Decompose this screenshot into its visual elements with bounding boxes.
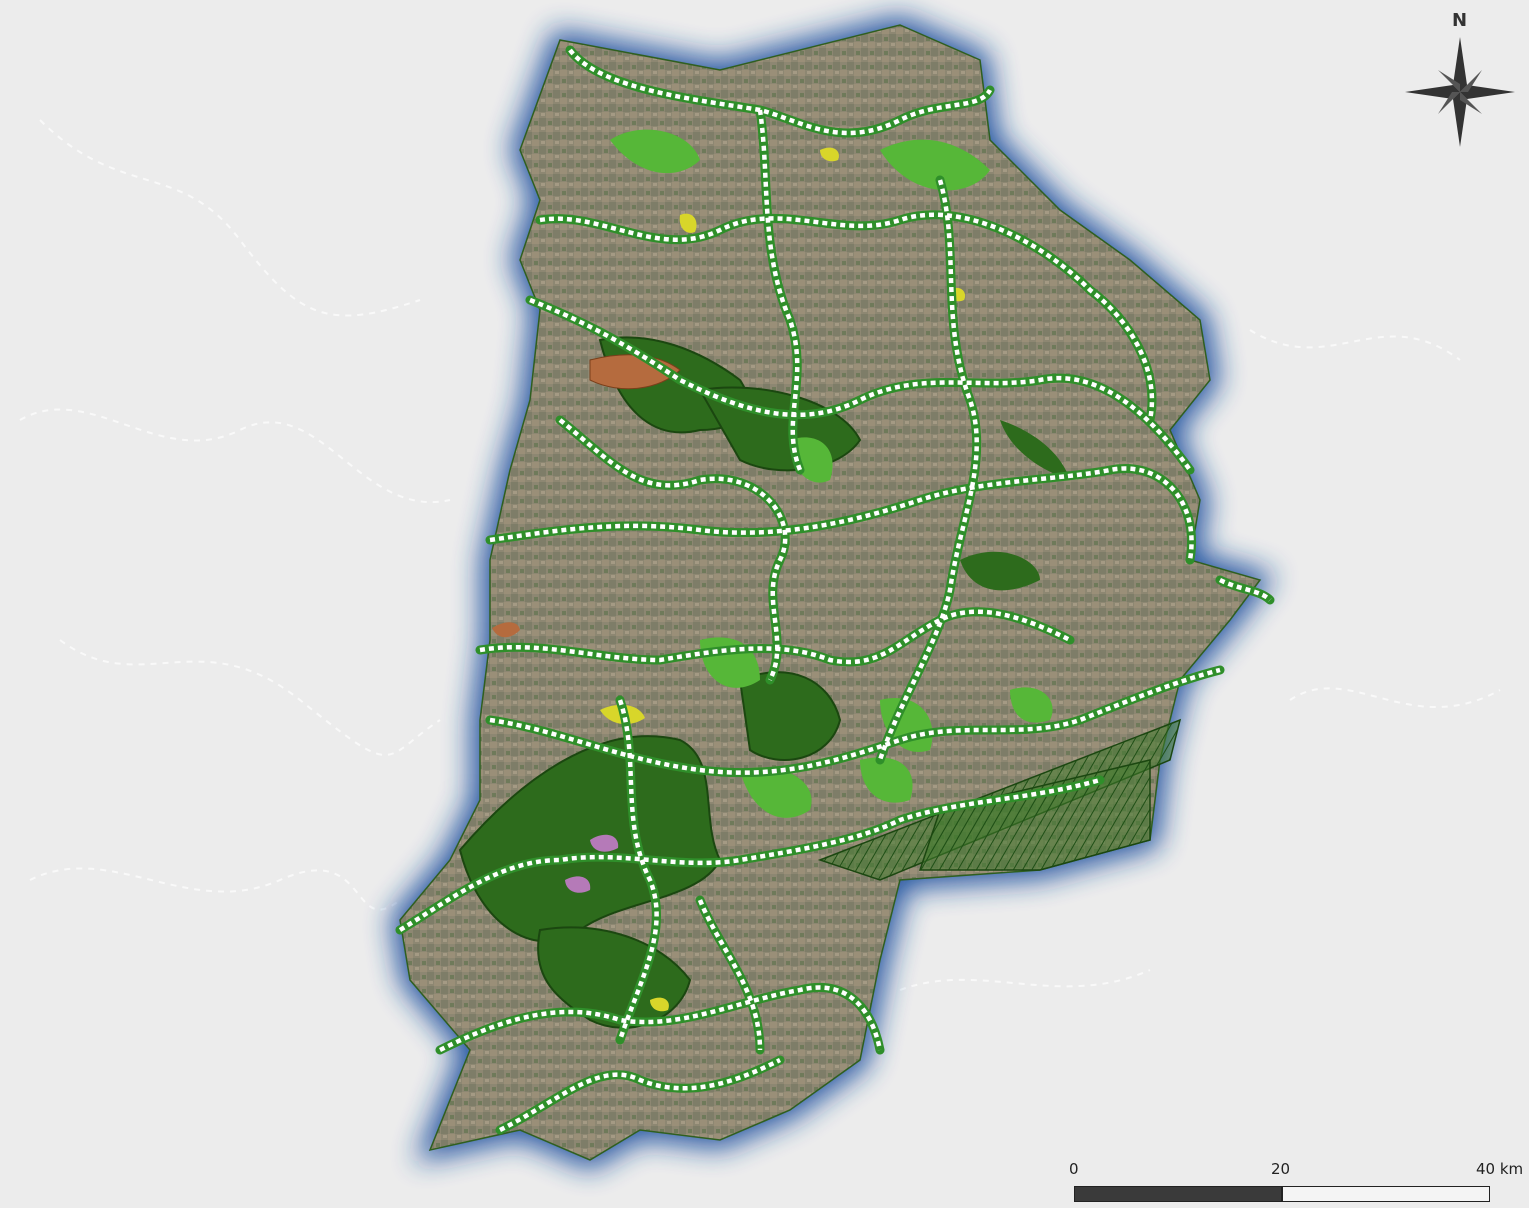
outer-corridor-lines	[19, 119, 1501, 991]
scale-label-0: 0	[1069, 1160, 1079, 1178]
ecological-corridors	[395, 45, 1275, 1135]
scale-label-40: 40 km	[1476, 1160, 1524, 1178]
north-label: N	[1452, 10, 1468, 31]
scale-bar-segment-dark	[1074, 1186, 1282, 1202]
scale-label-20: 20	[1271, 1160, 1291, 1178]
scale-bar-segment-light	[1282, 1186, 1490, 1202]
compass-rose-icon	[1405, 37, 1515, 147]
